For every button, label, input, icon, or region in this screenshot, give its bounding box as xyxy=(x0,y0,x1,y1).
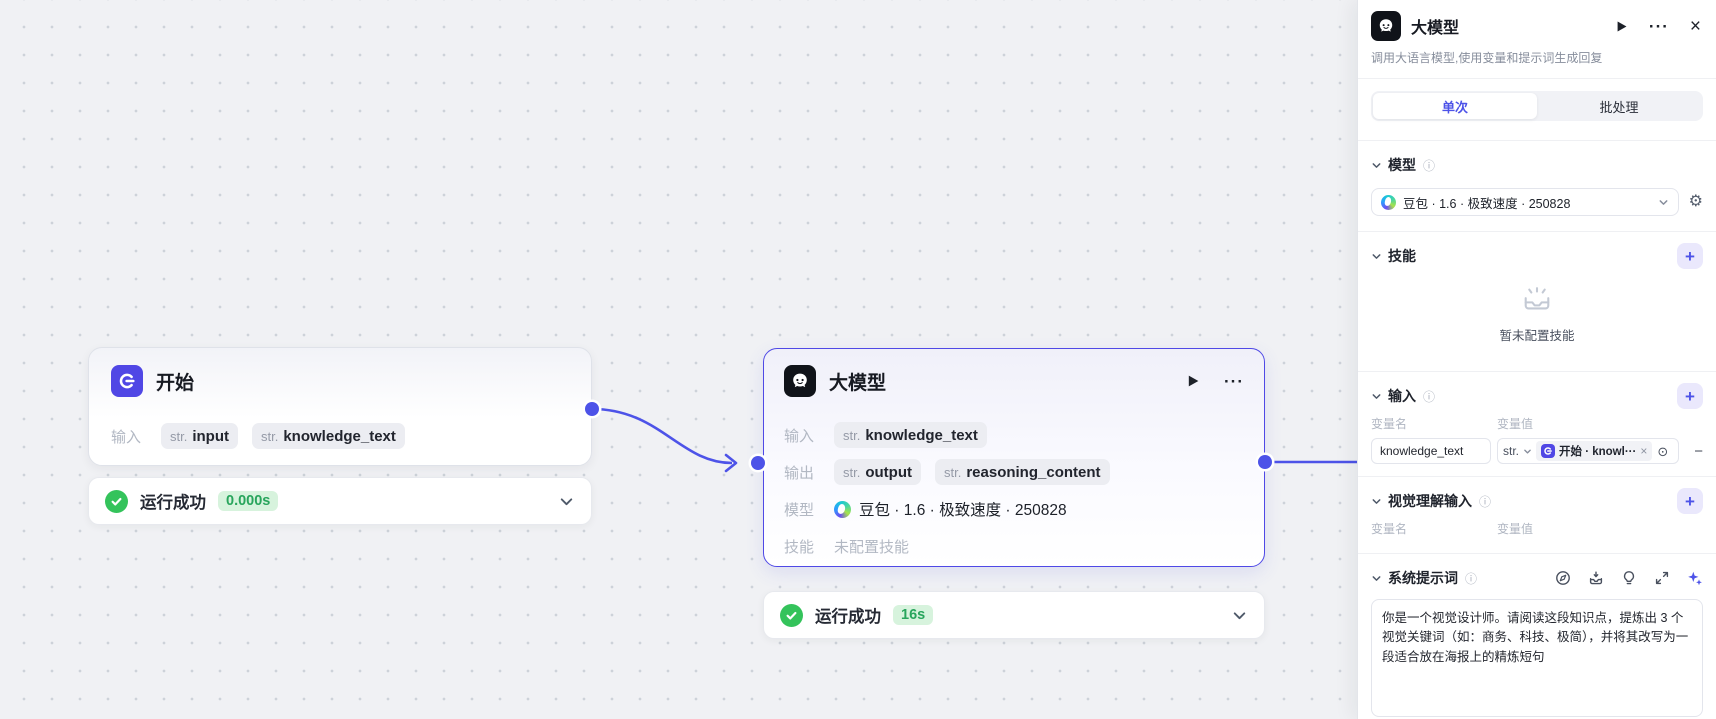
run-status-text: 运行成功 xyxy=(140,494,206,512)
skill-section-header: 技能 + xyxy=(1358,241,1716,271)
add-skill-button[interactable]: + xyxy=(1677,243,1703,269)
vision-columns: 变量名 变量值 xyxy=(1371,522,1534,536)
run-node-button[interactable] xyxy=(1186,374,1200,388)
llm-inputs-row: 输入 str.knowledge_text xyxy=(784,422,1244,448)
chevron-down-icon[interactable] xyxy=(558,493,575,510)
system-prompt-textarea[interactable]: 你是一个视觉设计师。请阅读这段知识点，提炼出 3 个视觉关键词（如：商务、科技、… xyxy=(1371,599,1703,717)
collapse-chevron-icon[interactable] xyxy=(1371,496,1382,507)
divider xyxy=(1358,78,1716,79)
chevron-down-icon xyxy=(1524,449,1531,454)
llm-skill-value: 未配置技能 xyxy=(834,538,910,556)
add-vision-input-button[interactable]: + xyxy=(1677,488,1703,514)
skill-empty-state: 暂未配置技能 xyxy=(1358,284,1716,344)
bulb-icon[interactable] xyxy=(1621,570,1637,586)
start-node-icon xyxy=(111,365,143,397)
start-output-port[interactable] xyxy=(585,402,599,416)
divider xyxy=(1358,553,1716,554)
vision-section-header: 视觉理解输入 ⓘ + xyxy=(1358,486,1716,516)
tab-single[interactable]: 单次 xyxy=(1373,93,1537,119)
add-input-button[interactable]: + xyxy=(1677,383,1703,409)
divider xyxy=(1358,140,1716,141)
llm-config-panel: 大模型 ··· × 调用大语言模型,使用变量和提示词生成回复 单次 批处理 模型… xyxy=(1357,0,1716,719)
var-pill-output: str.output xyxy=(834,459,921,485)
run-status-text: 运行成功 xyxy=(815,608,881,626)
llm-skill-row: 技能 未配置技能 xyxy=(784,533,1244,559)
info-icon: ⓘ xyxy=(1423,389,1436,404)
ai-optimize-sparkle-icon[interactable] xyxy=(1687,570,1703,586)
collapse-chevron-icon[interactable] xyxy=(1371,391,1382,402)
collapse-chevron-icon[interactable] xyxy=(1371,573,1382,584)
input-section-header: 输入 ⓘ + xyxy=(1358,381,1716,411)
selected-model-name: 豆包 · 1.6 · 极致速度 · 250828 xyxy=(1403,196,1571,211)
compass-icon[interactable] xyxy=(1555,570,1571,586)
prompt-library-icon[interactable] xyxy=(1588,570,1604,586)
collapse-chevron-icon[interactable] xyxy=(1371,251,1382,262)
prompt-section-header: 系统提示词 ⓘ xyxy=(1358,563,1716,593)
start-node-header: 开始 xyxy=(111,365,569,397)
panel-title: 大模型 xyxy=(1411,20,1460,37)
panel-description: 调用大语言模型,使用变量和提示词生成回复 xyxy=(1371,51,1603,65)
chevron-down-icon[interactable] xyxy=(1231,607,1248,624)
model-select-dropdown[interactable]: 豆包 · 1.6 · 极致速度 · 250828 xyxy=(1371,188,1679,216)
skill-empty-text: 暂未配置技能 xyxy=(1499,329,1575,343)
start-run-status[interactable]: 运行成功 0.000s xyxy=(88,477,592,525)
model-settings-gear-icon[interactable]: ⚙ xyxy=(1688,193,1703,210)
variable-value-select[interactable]: str. 开始 · knowl··· × ⊙ xyxy=(1497,438,1679,464)
start-node-title: 开始 xyxy=(156,372,195,394)
run-node-button[interactable] xyxy=(1615,20,1628,33)
remove-reference-icon[interactable]: × xyxy=(1640,444,1648,458)
llm-node-icon xyxy=(1371,11,1401,41)
variable-reference-chip[interactable]: 开始 · knowl··· × xyxy=(1536,441,1653,461)
model-section-header: 模型 ⓘ xyxy=(1358,150,1716,180)
divider xyxy=(1358,231,1716,232)
input-variable-row: str. 开始 · knowl··· × ⊙ − xyxy=(1358,438,1716,464)
empty-tray-icon xyxy=(1524,287,1550,310)
llm-output-port[interactable] xyxy=(1258,455,1272,469)
remove-input-button[interactable]: − xyxy=(1694,442,1703,460)
node-start[interactable]: 开始 输入 str.input str.knowledge_text xyxy=(88,347,592,466)
more-options-button[interactable]: ··· xyxy=(1648,16,1669,36)
llm-run-status[interactable]: 运行成功 16s xyxy=(763,591,1265,639)
collapse-chevron-icon[interactable] xyxy=(1371,160,1382,171)
llm-model-name: 豆包 · 1.6 · 极致速度 · 250828 xyxy=(859,502,1067,519)
run-duration-badge: 16s xyxy=(893,605,934,625)
start-node-icon xyxy=(1541,444,1556,458)
info-icon: ⓘ xyxy=(1465,571,1478,586)
variable-name-input[interactable] xyxy=(1371,438,1491,464)
var-pill-knowledge-text: str.knowledge_text xyxy=(252,423,405,449)
success-check-icon xyxy=(105,489,128,513)
doubao-model-icon xyxy=(1381,194,1396,210)
llm-outputs-row: 输出 str.output str.reasoning_content xyxy=(784,459,1244,485)
input-columns: 变量名 变量值 xyxy=(1371,417,1534,431)
expand-icon[interactable] xyxy=(1654,570,1670,586)
info-icon: ⓘ xyxy=(1479,494,1492,509)
llm-node-title: 大模型 xyxy=(829,372,887,394)
info-icon: ⓘ xyxy=(1423,158,1436,173)
var-pill-knowledge-text: str.knowledge_text xyxy=(834,422,987,448)
divider xyxy=(1358,371,1716,372)
start-inputs-row: 输入 str.input str.knowledge_text xyxy=(111,423,569,449)
divider xyxy=(1358,476,1716,477)
locate-node-icon[interactable]: ⊙ xyxy=(1657,443,1669,459)
llm-node-header: 大模型 ··· xyxy=(784,365,1244,397)
node-llm[interactable]: 大模型 ··· 输入 str.knowledge_text 输出 str.out… xyxy=(763,348,1265,567)
llm-input-port[interactable] xyxy=(751,456,765,470)
doubao-model-icon xyxy=(834,500,851,518)
start-input-label: 输入 xyxy=(111,428,142,446)
llm-model-row: 模型 豆包 · 1.6 · 极致速度 · 250828 xyxy=(784,496,1244,522)
var-pill-reasoning-content: str.reasoning_content xyxy=(934,459,1110,485)
chevron-down-icon xyxy=(1659,199,1668,205)
llm-node-icon xyxy=(784,365,816,397)
run-duration-badge: 0.000s xyxy=(218,491,279,511)
close-panel-button[interactable]: × xyxy=(1689,15,1701,37)
mode-tabs: 单次 批处理 xyxy=(1371,91,1703,121)
more-options-button[interactable]: ··· xyxy=(1224,371,1244,391)
tab-batch[interactable]: 批处理 xyxy=(1599,99,1639,115)
success-check-icon xyxy=(780,603,803,627)
var-pill-input: str.input xyxy=(161,423,238,449)
